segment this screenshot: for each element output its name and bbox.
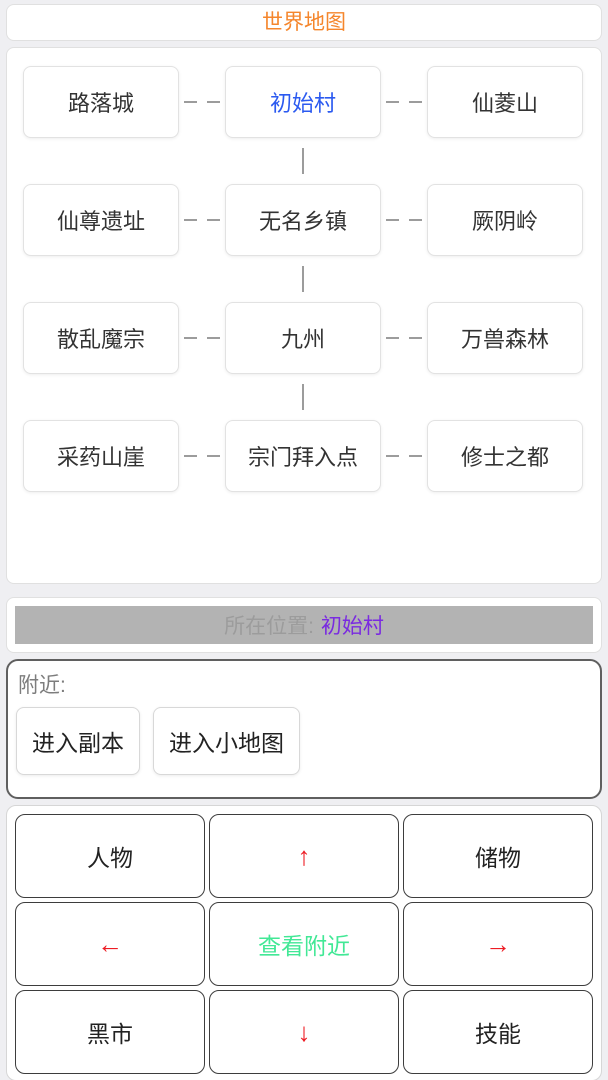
control-grid: 人物 ↑ 储物 ← 查看附近 → 黑市 ↓ 技能 <box>15 814 593 1074</box>
controls-panel: 人物 ↑ 储物 ← 查看附近 → 黑市 ↓ 技能 <box>6 805 602 1080</box>
map-node-current[interactable]: 初始村 <box>225 66 381 138</box>
view-nearby-button[interactable]: 查看附近 <box>209 902 399 986</box>
dashed-line <box>386 337 422 339</box>
map-node[interactable]: 九州 <box>225 302 381 374</box>
current-location-label: 所在位置: <box>224 615 314 638</box>
map-node[interactable]: 万兽森林 <box>427 302 583 374</box>
map-node[interactable]: 修士之都 <box>427 420 583 492</box>
black-market-button[interactable]: 黑市 <box>15 990 205 1074</box>
map-node[interactable]: 散乱魔宗 <box>23 302 179 374</box>
current-location-bar: 所在位置: 初始村 <box>15 606 593 644</box>
move-up-button[interactable]: ↑ <box>209 814 399 898</box>
enter-minimap-button[interactable]: 进入小地图 <box>153 707 300 775</box>
map-connector-horizontal <box>179 302 225 374</box>
map-connector-horizontal <box>179 420 225 492</box>
map-row-spacer <box>23 374 583 420</box>
dashed-line <box>184 455 220 457</box>
map-row: 路落城 初始村 仙菱山 <box>23 66 583 138</box>
vertical-line <box>302 266 304 292</box>
map-row: 仙尊遗址 无名乡镇 厥阴岭 <box>23 184 583 256</box>
page-title: 世界地图 <box>6 4 602 41</box>
map-connector-vertical <box>225 374 381 420</box>
current-location-value: 初始村 <box>320 615 384 638</box>
move-right-button[interactable]: → <box>403 902 593 986</box>
vertical-line <box>302 384 304 410</box>
map-connector-horizontal <box>179 66 225 138</box>
map-connector-horizontal <box>381 302 427 374</box>
dashed-line <box>184 337 220 339</box>
map-node[interactable]: 宗门拜入点 <box>225 420 381 492</box>
move-left-button[interactable]: ← <box>15 902 205 986</box>
map-row-spacer <box>23 256 583 302</box>
storage-button[interactable]: 储物 <box>403 814 593 898</box>
map-node[interactable]: 路落城 <box>23 66 179 138</box>
map-connector-vertical <box>225 256 381 302</box>
dashed-line <box>386 101 422 103</box>
map-connector-vertical <box>225 138 381 184</box>
map-node[interactable]: 无名乡镇 <box>225 184 381 256</box>
nearby-button-row: 进入副本 进入小地图 <box>16 707 592 775</box>
skills-button[interactable]: 技能 <box>403 990 593 1074</box>
move-down-button[interactable]: ↓ <box>209 990 399 1074</box>
nearby-panel: 附近: 进入副本 进入小地图 <box>6 659 602 799</box>
nearby-label: 附近: <box>18 674 66 697</box>
map-node[interactable]: 仙尊遗址 <box>23 184 179 256</box>
enter-dungeon-button[interactable]: 进入副本 <box>16 707 140 775</box>
map-connector-horizontal <box>381 420 427 492</box>
vertical-line <box>302 148 304 174</box>
world-map-screen: 世界地图 路落城 初始村 仙菱山 仙尊遗址 无名乡镇 厥阴岭 散乱魔 <box>0 4 608 1080</box>
map-connector-horizontal <box>179 184 225 256</box>
map-node[interactable]: 仙菱山 <box>427 66 583 138</box>
character-button[interactable]: 人物 <box>15 814 205 898</box>
map-connector-horizontal <box>381 184 427 256</box>
dashed-line <box>184 101 220 103</box>
map-row: 采药山崖 宗门拜入点 修士之都 <box>23 420 583 492</box>
map-connector-horizontal <box>381 66 427 138</box>
current-location-panel: 所在位置: 初始村 <box>6 597 602 653</box>
map-row-spacer <box>23 138 583 184</box>
map-node[interactable]: 厥阴岭 <box>427 184 583 256</box>
dashed-line <box>386 455 422 457</box>
dashed-line <box>386 219 422 221</box>
map-row: 散乱魔宗 九州 万兽森林 <box>23 302 583 374</box>
dashed-line <box>184 219 220 221</box>
map-node[interactable]: 采药山崖 <box>23 420 179 492</box>
world-map-panel: 路落城 初始村 仙菱山 仙尊遗址 无名乡镇 厥阴岭 散乱魔宗 九州 <box>6 47 602 584</box>
